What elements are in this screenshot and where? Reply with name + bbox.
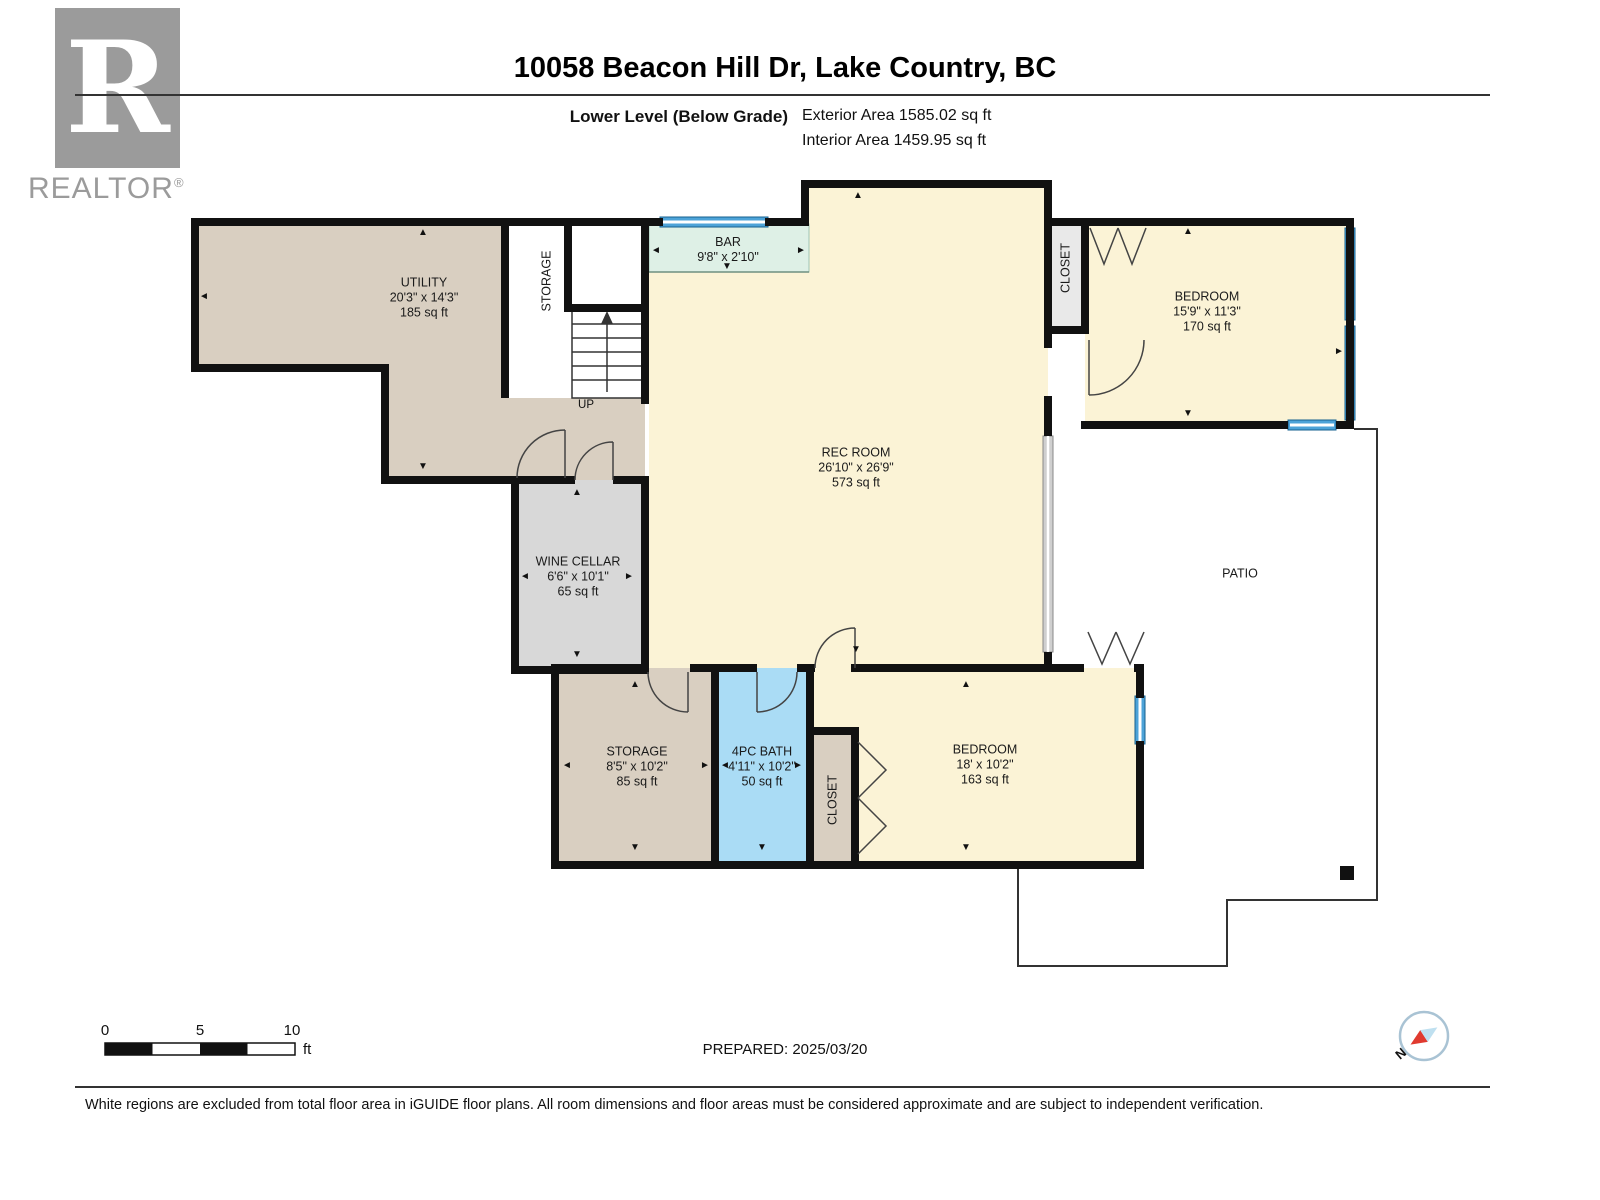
room-dims: 26'10" x 26'9": [818, 460, 894, 475]
disclaimer-text: White regions are excluded from total fl…: [85, 1097, 1264, 1113]
room-dims: 8'5" x 10'2": [606, 759, 668, 774]
prepared-date: PREPARED: 2025/03/20: [702, 1041, 868, 1058]
walls: [191, 180, 1354, 869]
bath-fill: [715, 668, 810, 865]
dim-arrow-down-icon: ▼: [722, 261, 732, 272]
room-name: PATIO: [1222, 566, 1258, 581]
exterior-area: Exterior Area 1585.02 sq ft: [802, 107, 992, 124]
dim-arrow-left-icon: ◄: [720, 760, 730, 771]
room-name: BEDROOM: [952, 742, 1018, 757]
dim-arrow-left-icon: ◄: [562, 760, 572, 771]
bedroom-corridor-fill: [810, 668, 855, 735]
realtor-brand: REALTOR: [28, 172, 174, 205]
room-name: UTILITY: [400, 275, 448, 290]
room-area: 50 sq ft: [741, 774, 783, 789]
closet-top-label: CLOSET: [1059, 243, 1074, 293]
dim-arrow-down-icon: ▼: [630, 842, 640, 853]
storage-top-label: STORAGE: [540, 251, 555, 312]
dim-arrow-right-icon: ►: [1334, 346, 1344, 357]
room-name: CLOSET: [1058, 242, 1073, 294]
room-name: WINE CELLAR: [535, 554, 621, 569]
stairs-up-label: UP: [578, 399, 594, 411]
room-dims: 15'9" x 11'3": [1173, 304, 1241, 319]
scale-unit-label: ft: [303, 1041, 312, 1058]
utility-room-fill: [195, 222, 505, 480]
utility-room-label: UTILITY 20'3" x 14'3" 185 sq ft: [390, 276, 459, 321]
wine-cellar-label: WINE CELLAR 6'6" x 10'1" 65 sq ft: [536, 555, 621, 600]
dim-arrow-up-icon: ▲: [853, 190, 863, 201]
room-area: 185 sq ft: [400, 305, 448, 320]
room-area: 65 sq ft: [557, 584, 599, 599]
dim-arrow-down-icon: ▼: [572, 649, 582, 660]
room-name: STORAGE: [606, 744, 668, 759]
patio-post: [1340, 866, 1354, 880]
realtor-logo-text: REALTOR®: [28, 172, 185, 206]
patio-slider-door: [1042, 435, 1054, 653]
scale-tick-5: 5: [195, 1022, 205, 1039]
hall-fill: [505, 398, 645, 480]
dim-arrow-up-icon: ▲: [1183, 226, 1193, 237]
room-area: 170 sq ft: [1183, 319, 1231, 334]
room-area: 573 sq ft: [832, 475, 880, 490]
room-dims: 9'8" x 2'10": [697, 250, 759, 264]
header-divider: [75, 94, 1490, 96]
rec-room-label: REC ROOM 26'10" x 26'9" 573 sq ft: [818, 446, 894, 491]
dim-arrow-right-icon: ►: [624, 571, 634, 582]
level-label: Lower Level (Below Grade): [569, 107, 788, 126]
room-dims: 18' x 10'2": [956, 757, 1014, 772]
interior-area: Interior Area 1459.95 sq ft: [802, 132, 987, 149]
bedroom-bottom-label: BEDROOM 18' x 10'2" 163 sq ft: [953, 743, 1018, 788]
stairs: [571, 309, 643, 399]
dim-arrow-right-icon: ►: [700, 760, 710, 771]
bar-label: BAR 9'8" x 2'10": [697, 235, 759, 265]
room-dims: 20'3" x 14'3": [389, 290, 459, 305]
dim-arrow-down-icon: ▼: [1183, 408, 1193, 419]
dim-arrow-down-icon: ▼: [851, 644, 861, 655]
room-area: 85 sq ft: [616, 774, 658, 789]
dim-arrow-left-icon: ◄: [520, 571, 530, 582]
storage-bottom-label: STORAGE 8'5" x 10'2" 85 sq ft: [606, 745, 668, 790]
room-name: STORAGE: [539, 250, 554, 312]
room-area: 163 sq ft: [961, 772, 1009, 787]
dim-arrow-left-icon: ◄: [651, 245, 661, 256]
closet-bottom-label: CLOSET: [826, 775, 841, 825]
room-name: BEDROOM: [1174, 289, 1240, 304]
room-dims: 4'11" x 10'2": [728, 759, 796, 774]
footer-divider: [75, 1086, 1490, 1088]
wine-cellar-fill: [515, 480, 645, 670]
room-name: REC ROOM: [821, 445, 891, 460]
dim-arrow-up-icon: ▲: [630, 679, 640, 690]
registered-mark: ®: [173, 175, 185, 190]
rec-room-fill: [649, 184, 1048, 668]
dim-arrow-left-icon: ◄: [199, 291, 209, 302]
dim-arrow-right-icon: ►: [796, 245, 806, 256]
dim-arrow-right-icon: ►: [793, 760, 803, 771]
dim-arrow-up-icon: ▲: [418, 227, 428, 238]
room-dims: 6'6" x 10'1": [547, 569, 609, 584]
room-name: CLOSET: [825, 774, 840, 826]
bedroom-bottom-fill: [855, 668, 1140, 865]
patio-label: PATIO: [1222, 567, 1258, 582]
dim-arrow-down-icon: ▼: [961, 842, 971, 853]
compass-icon: [1398, 1010, 1450, 1062]
patio-outline: [1017, 428, 1378, 967]
room-name: 4PC BATH: [731, 744, 793, 759]
realtor-logo-letter: R: [65, 14, 170, 162]
closet-bottom-fill: [810, 735, 855, 865]
scale-tick-0: 0: [100, 1022, 110, 1039]
page-title: 10058 Beacon Hill Dr, Lake Country, BC: [513, 52, 1057, 84]
dim-arrow-up-icon: ▲: [961, 679, 971, 690]
bath-label: 4PC BATH 4'11" x 10'2" 50 sq ft: [728, 745, 796, 790]
door-swings: [516, 227, 1147, 855]
bedroom-top-label: BEDROOM 15'9" x 11'3" 170 sq ft: [1173, 290, 1241, 335]
closet-top-fill: [1048, 222, 1085, 330]
room-name: BAR: [715, 235, 741, 249]
dim-arrow-down-icon: ▼: [757, 842, 767, 853]
scale-tick-10: 10: [283, 1022, 301, 1039]
scale-bar: [104, 1042, 296, 1056]
realtor-logo: R: [55, 8, 180, 168]
dim-arrow-up-icon: ▲: [572, 487, 582, 498]
dim-arrow-down-icon: ▼: [418, 461, 428, 472]
